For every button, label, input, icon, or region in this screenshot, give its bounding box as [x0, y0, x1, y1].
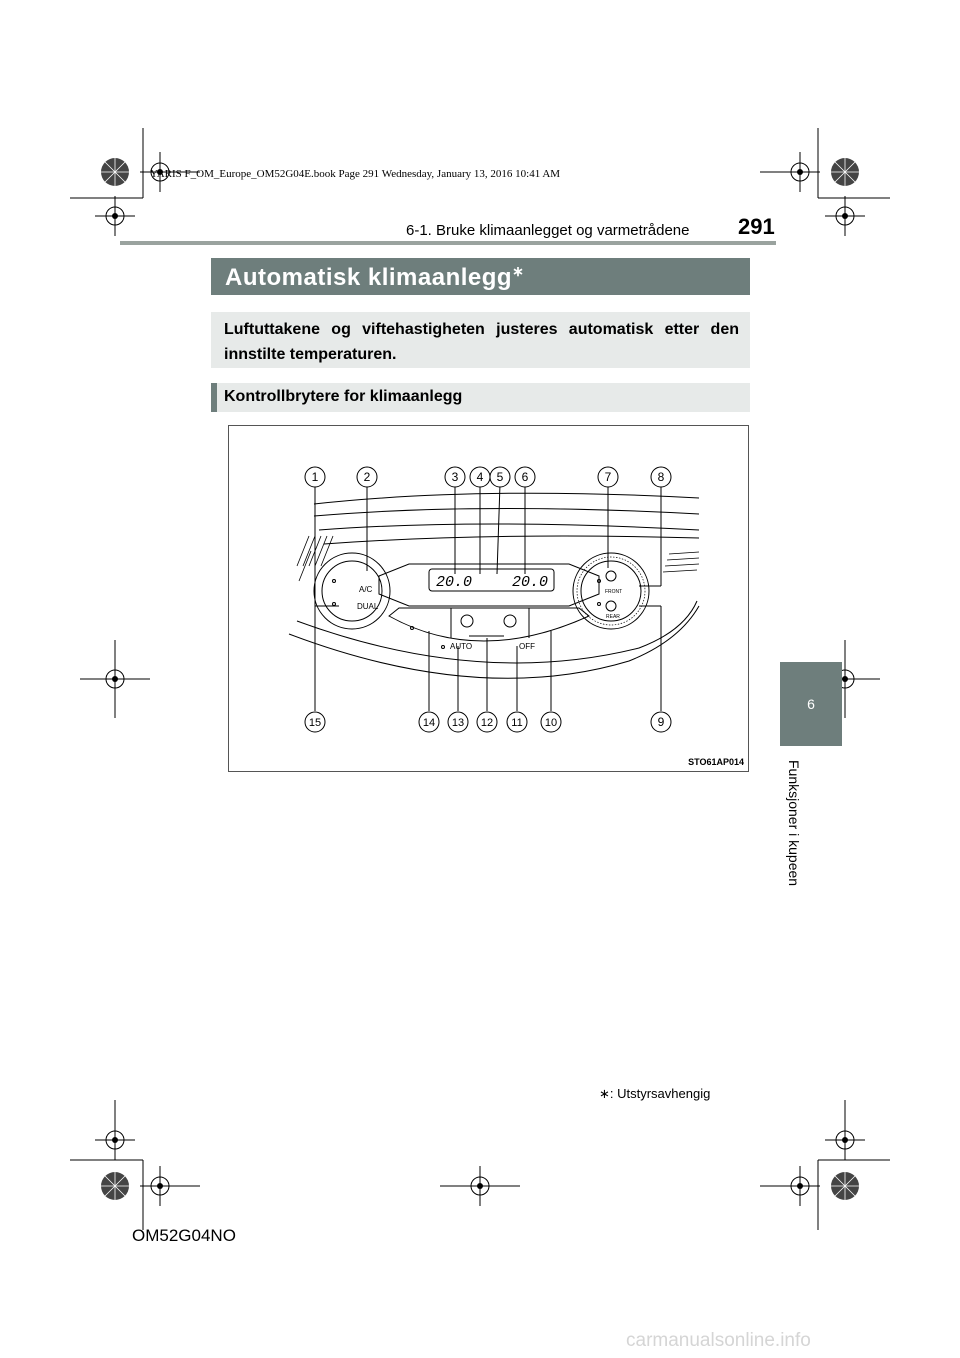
header-rule [120, 241, 776, 245]
callout-7: 7 [605, 470, 612, 484]
intro-box: Luftuttakene og viftehastigheten justere… [211, 312, 750, 368]
page-title-text: Automatisk klimaanlegg [225, 264, 513, 291]
auto-label: AUTO [450, 642, 472, 651]
callout-15: 15 [309, 717, 321, 729]
section-heading-bar [211, 383, 217, 412]
callout-10: 10 [545, 717, 557, 729]
ac-label: A/C [359, 585, 373, 594]
section-heading-text: Kontrollbrytere for klimaanlegg [224, 388, 463, 405]
section-heading: Kontrollbrytere for klimaanlegg [211, 383, 750, 412]
callout-2: 2 [364, 470, 371, 484]
chapter-label-text: Funksjoner i kupeen [786, 760, 802, 887]
callout-11: 11 [511, 717, 522, 729]
equipment-marker: ∗ [512, 263, 525, 279]
dual-label: DUAL [357, 602, 379, 611]
main-title-bar: Automatisk klimaanlegg∗ [211, 258, 750, 295]
callout-12: 12 [481, 717, 493, 729]
off-label: OFF [519, 642, 535, 651]
figure-code: STO61AP014 [688, 757, 744, 767]
chapter-number: 6 [807, 696, 815, 712]
running-head: 6-1. Bruke klimaanlegget og varmetrådene [406, 222, 690, 239]
intro-text: Luftuttakene og viftehastigheten justere… [224, 321, 739, 363]
chapter-label: Funksjoner i kupeen [786, 760, 806, 920]
callout-14: 14 [423, 717, 435, 729]
chapter-tab: 6 [780, 662, 842, 746]
document-code: OM52G04NO [132, 1226, 236, 1245]
callout-8: 8 [658, 470, 665, 484]
front-label: FRONT [605, 589, 622, 595]
watermark: carmanualsonline.info [626, 1330, 811, 1351]
climate-panel-illustration: 20.0 20.0 A/C DUAL FRONT REAR AUTO OFF 1… [288, 466, 700, 733]
rear-label: REAR [606, 614, 620, 620]
callout-13: 13 [452, 717, 464, 729]
callout-6: 6 [522, 470, 529, 484]
callout-1: 1 [312, 470, 319, 484]
display-left-temp: 20.0 [436, 574, 472, 591]
display-right-temp: 20.0 [512, 574, 548, 591]
page-number: 291 [738, 214, 775, 239]
footnote: ∗: Utstyrsavhengig [599, 1086, 711, 1101]
book-info-line: YARIS F_OM_Europe_OM52G04E.book Page 291… [150, 168, 561, 180]
callout-5: 5 [497, 470, 504, 484]
page-title: Automatisk klimaanlegg∗ [225, 263, 524, 292]
callout-4: 4 [477, 470, 484, 484]
climate-control-figure: 20.0 20.0 A/C DUAL FRONT REAR AUTO OFF 1… [228, 425, 749, 772]
callout-3: 3 [452, 470, 459, 484]
callout-9: 9 [658, 715, 665, 729]
